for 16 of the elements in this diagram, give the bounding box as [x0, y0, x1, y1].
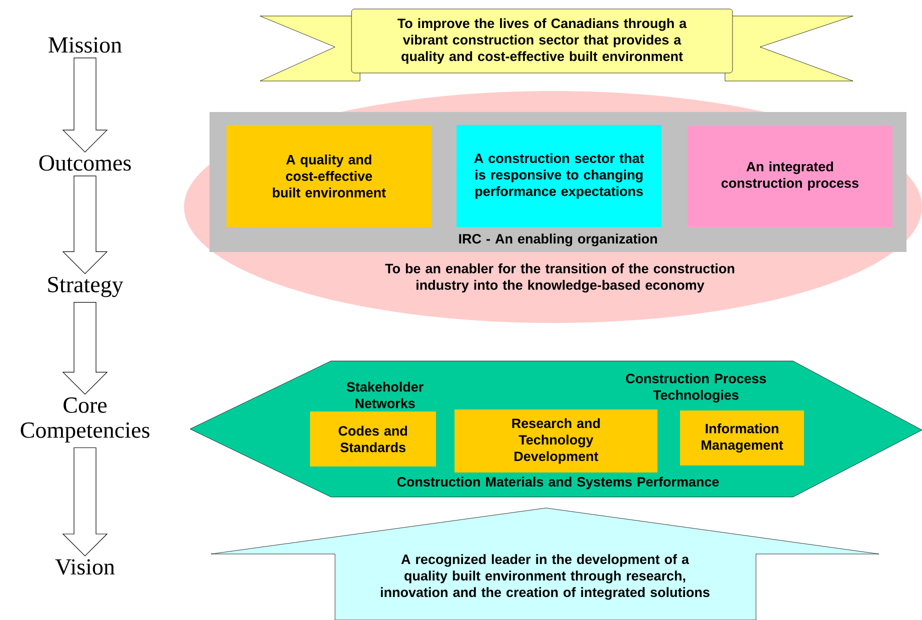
outcome-box: An integrated construction process — [688, 125, 892, 227]
outcome-box: A construction sector that is responsive to changing performance expectations — [456, 125, 662, 227]
block-arrow — [62, 58, 108, 152]
stage-label: Core Competencies — [20, 397, 150, 443]
stage-label: Outcomes — [39, 155, 131, 171]
stage-label: Mission — [48, 37, 122, 53]
stage-label: Strategy — [48, 276, 124, 298]
outcome-box: Codes and Standards — [310, 412, 436, 466]
outcome-box: A quality and cost-effective built environment — [226, 125, 432, 227]
block-arrow — [62, 176, 108, 274]
block-arrow — [62, 302, 108, 395]
ribbon-banner: To improve the lives of Canadians through a vibrant construction sector that provides a quality and cost-effective built environment — [260, 8, 854, 82]
stage-label: Vision — [55, 559, 115, 575]
block-arrow — [62, 447, 108, 556]
outcome-box: Research and Technology Development — [454, 410, 658, 472]
outcome-box: Information Management — [680, 410, 804, 466]
